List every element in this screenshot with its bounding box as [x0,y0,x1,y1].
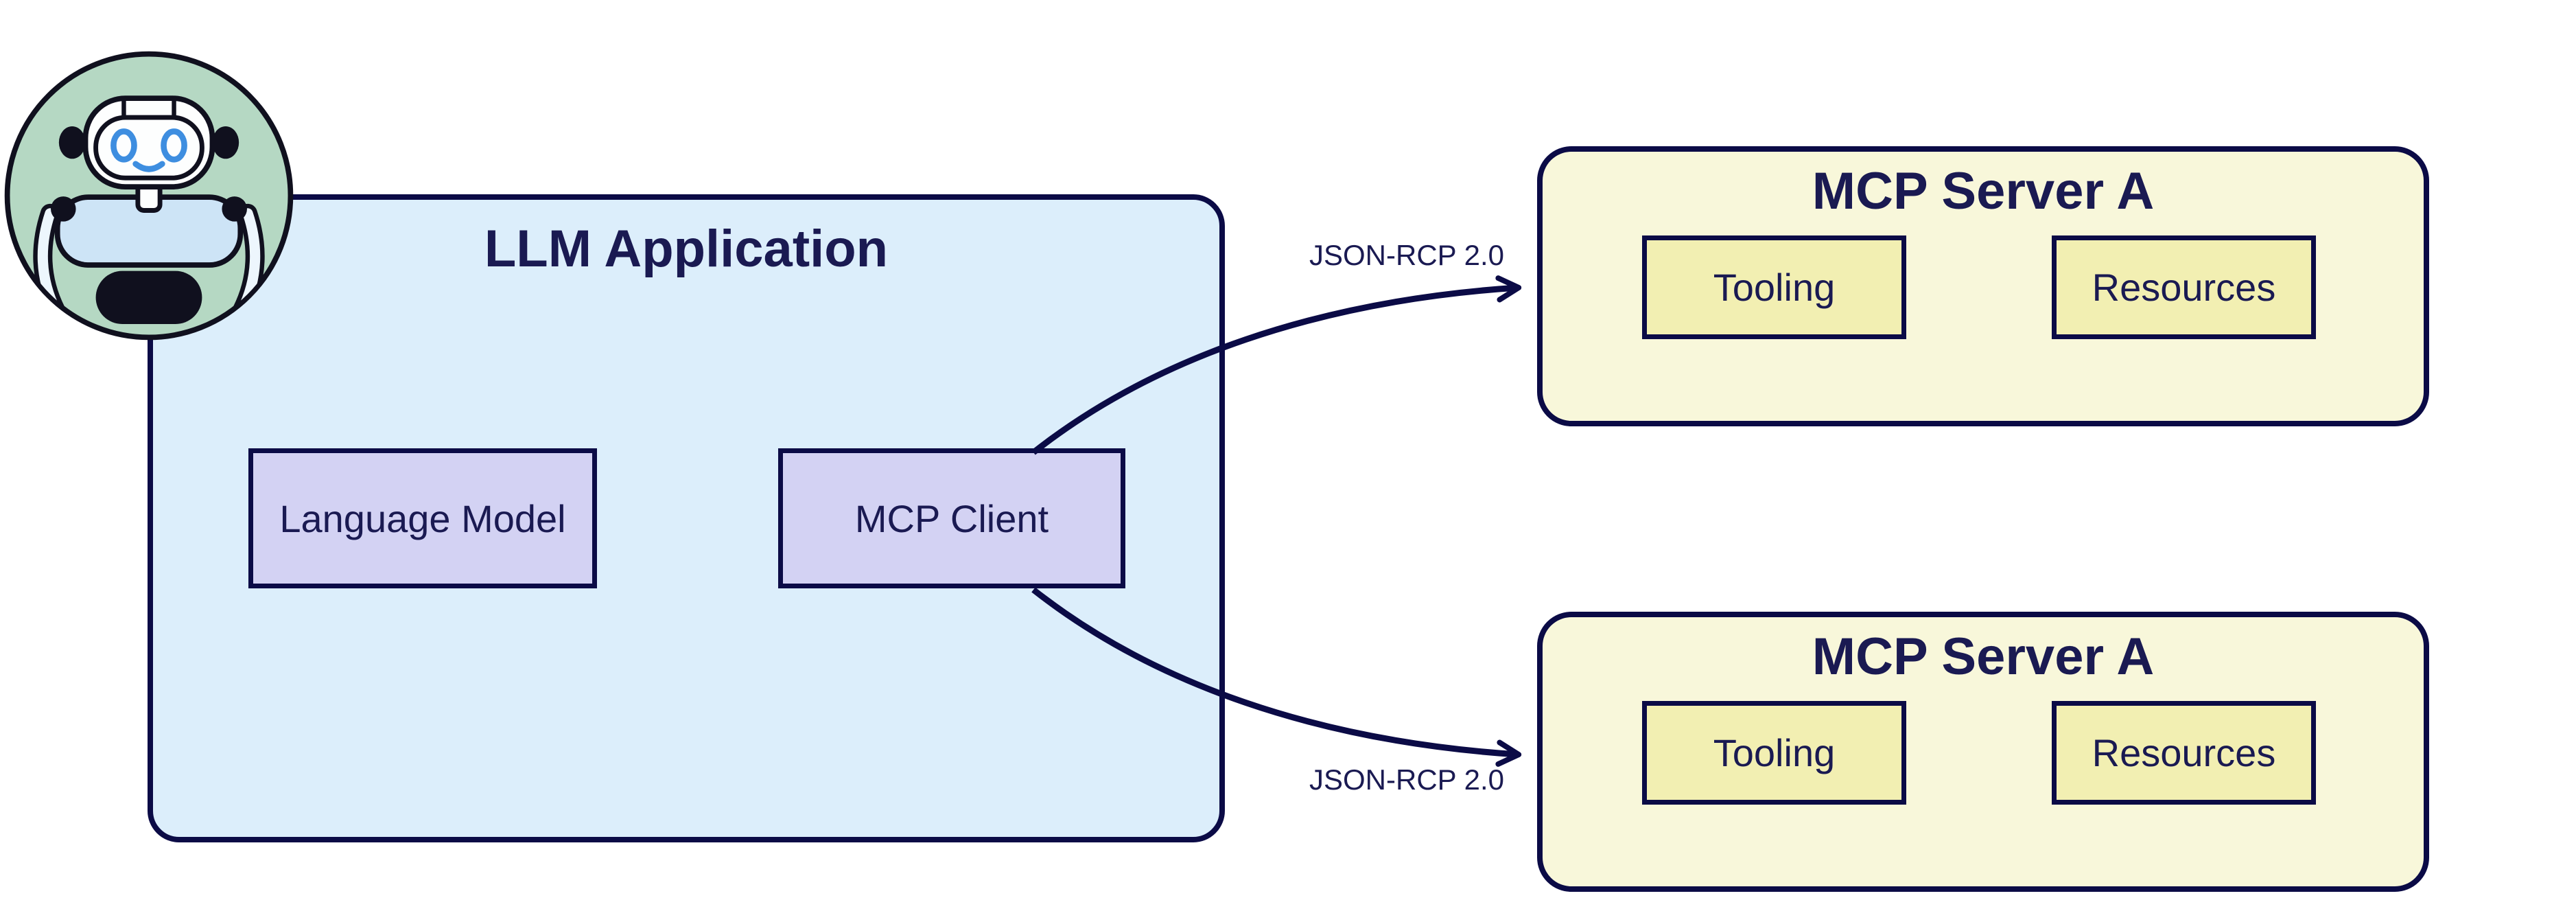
tooling-box: Tooling [1642,235,1906,339]
mcp-server-bottom-title: MCP Server A [1812,628,2155,686]
protocol-label-top: JSON-RCP 2.0 [1309,239,1504,271]
mcp-server-bottom-box: MCP Server A Tooling Resources [1537,612,2429,892]
resources-box: Resources [2052,701,2316,805]
mcp-server-top-box: MCP Server A Tooling Resources [1537,146,2429,426]
resources-label: Resources [2092,731,2276,774]
llm-application-title: LLM Application [484,220,889,278]
tooling-box: Tooling [1642,701,1906,805]
resources-label: Resources [2092,266,2276,309]
tooling-label: Tooling [1713,731,1836,774]
protocol-label-bottom: JSON-RCP 2.0 [1309,763,1504,796]
mcp-server-top-title: MCP Server A [1812,162,2155,220]
mcp-client-label: MCP Client [854,496,1049,540]
language-model-label: Language Model [279,496,566,540]
mcp-client-box: MCP Client [778,448,1125,588]
tooling-label: Tooling [1713,266,1836,309]
resources-box: Resources [2052,235,2316,339]
robot-mascot-icon [4,51,294,341]
llm-application-box: LLM Application Language Model MCP Clien… [148,194,1225,842]
language-model-box: Language Model [248,448,597,588]
